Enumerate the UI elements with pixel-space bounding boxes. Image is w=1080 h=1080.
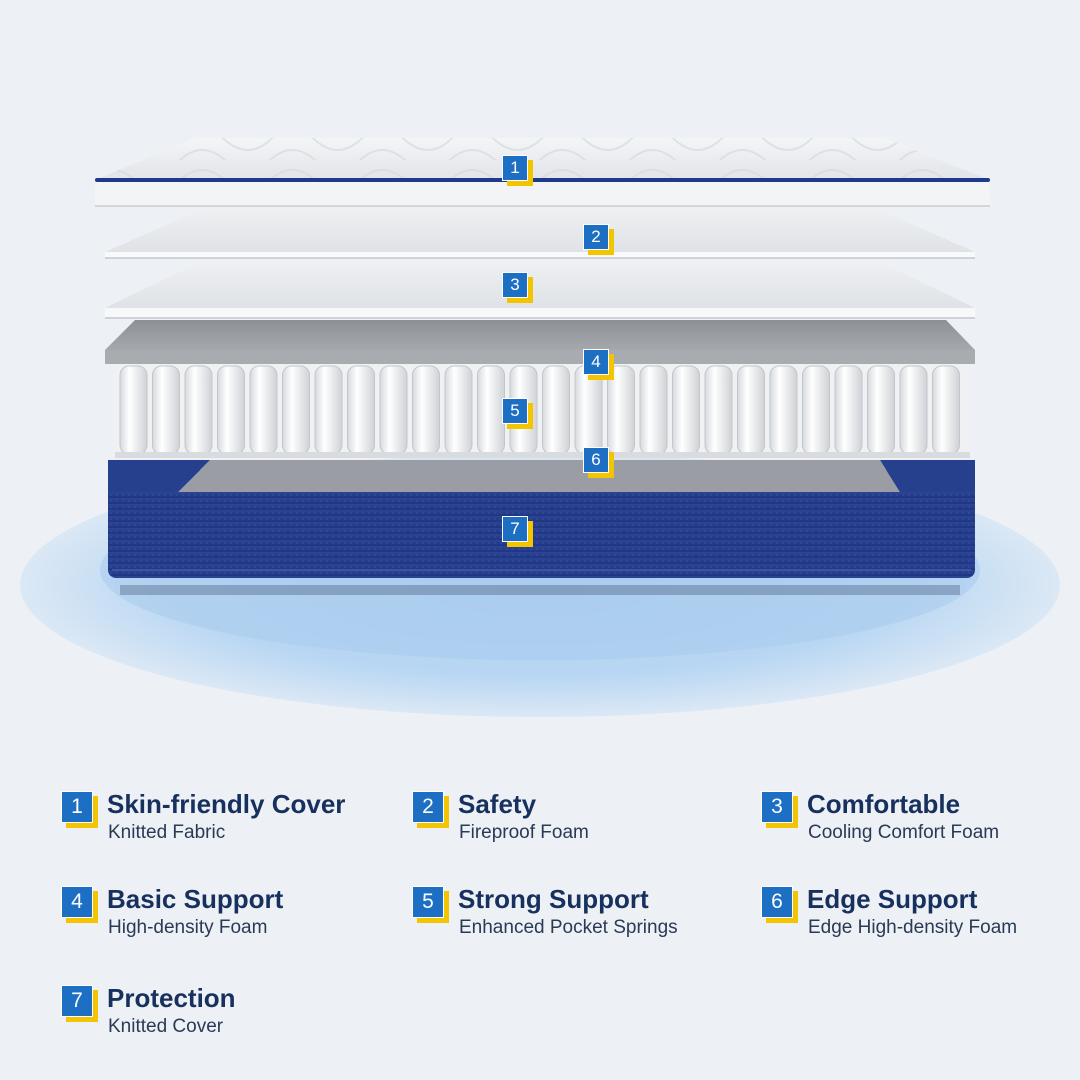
spring-coil <box>412 365 440 455</box>
spring-coil <box>802 365 830 455</box>
spring-coil <box>704 365 733 455</box>
spring-coil <box>477 365 505 455</box>
spring-coil <box>899 365 928 455</box>
legend-item-edge-support: 6 Edge Support Edge High-density Foam <box>761 884 1080 956</box>
spring-coil <box>639 365 668 455</box>
layer-3-sheet <box>105 262 975 319</box>
layer-4-grey-foam <box>105 320 975 364</box>
layer-7-protection <box>108 460 975 595</box>
spring-coil <box>152 365 180 455</box>
spring-coil <box>769 365 798 455</box>
diagram-marker-3: 3 <box>502 272 533 303</box>
spring-coil <box>867 365 895 455</box>
layer-5-springs <box>115 362 970 458</box>
spring-coil <box>249 365 278 455</box>
legend-number-badge: 7 <box>61 985 98 1022</box>
legend-item-comfortable: 3 Comfortable Cooling Comfort Foam <box>761 789 1080 861</box>
legend-number-badge: 3 <box>761 791 798 828</box>
spring-coil <box>314 365 343 455</box>
legend-number-badge: 5 <box>412 886 449 923</box>
spring-coil <box>347 365 375 455</box>
legend-title: Edge Support <box>807 884 978 914</box>
legend-item-skin-friendly-cover: 1 Skin-friendly Cover Knitted Fabric <box>61 789 381 861</box>
spring-coil <box>217 365 245 455</box>
spring-coil <box>444 365 473 455</box>
spring-coil <box>672 365 700 455</box>
spring-coil <box>834 365 863 455</box>
diagram-marker-7: 7 <box>502 516 533 547</box>
layer-2-sheet <box>105 210 975 259</box>
legend-item-basic-support: 4 Basic Support High-density Foam <box>61 884 381 956</box>
legend-title: Safety <box>458 789 537 819</box>
legend-subtitle: Knitted Cover <box>108 1016 224 1037</box>
legend-subtitle: Enhanced Pocket Springs <box>459 917 678 938</box>
spring-coil <box>184 365 213 455</box>
spring-coil <box>379 365 408 455</box>
diagram-marker-4: 4 <box>583 349 614 380</box>
legend-item-protection: 7 Protection Knitted Cover <box>61 983 381 1055</box>
spring-coil <box>119 365 148 455</box>
legend-item-strong-support: 5 Strong Support Enhanced Pocket Springs <box>412 884 732 956</box>
legend-number-badge: 2 <box>412 791 449 828</box>
diagram-marker-2: 2 <box>583 224 614 255</box>
diagram-marker-1: 1 <box>502 155 533 186</box>
legend-subtitle: Cooling Comfort Foam <box>808 822 1000 843</box>
legend-title: Skin-friendly Cover <box>107 789 346 819</box>
layer-1-cover <box>95 138 990 207</box>
diagram-marker-5: 5 <box>502 398 533 429</box>
diagram-marker-6: 6 <box>583 447 614 478</box>
legend-subtitle: Fireproof Foam <box>459 822 589 843</box>
legend-number-badge: 6 <box>761 886 798 923</box>
legend-number-badge: 1 <box>61 791 98 828</box>
mattress-layers-illustration <box>20 138 1060 717</box>
legend-subtitle: Edge High-density Foam <box>808 917 1018 938</box>
legend-subtitle: Knitted Fabric <box>108 822 226 843</box>
legend-subtitle: High-density Foam <box>108 917 268 938</box>
legend-number-badge: 4 <box>61 886 98 923</box>
spring-coil <box>282 365 310 455</box>
legend-title: Comfortable <box>807 789 961 819</box>
legend-title: Protection <box>107 983 236 1013</box>
legend-title: Strong Support <box>458 884 649 914</box>
legend-item-safety: 2 Safety Fireproof Foam <box>412 789 732 861</box>
legend-title: Basic Support <box>107 884 284 914</box>
spring-coil <box>932 365 960 455</box>
spring-coil <box>542 365 570 455</box>
spring-coil <box>737 365 765 455</box>
